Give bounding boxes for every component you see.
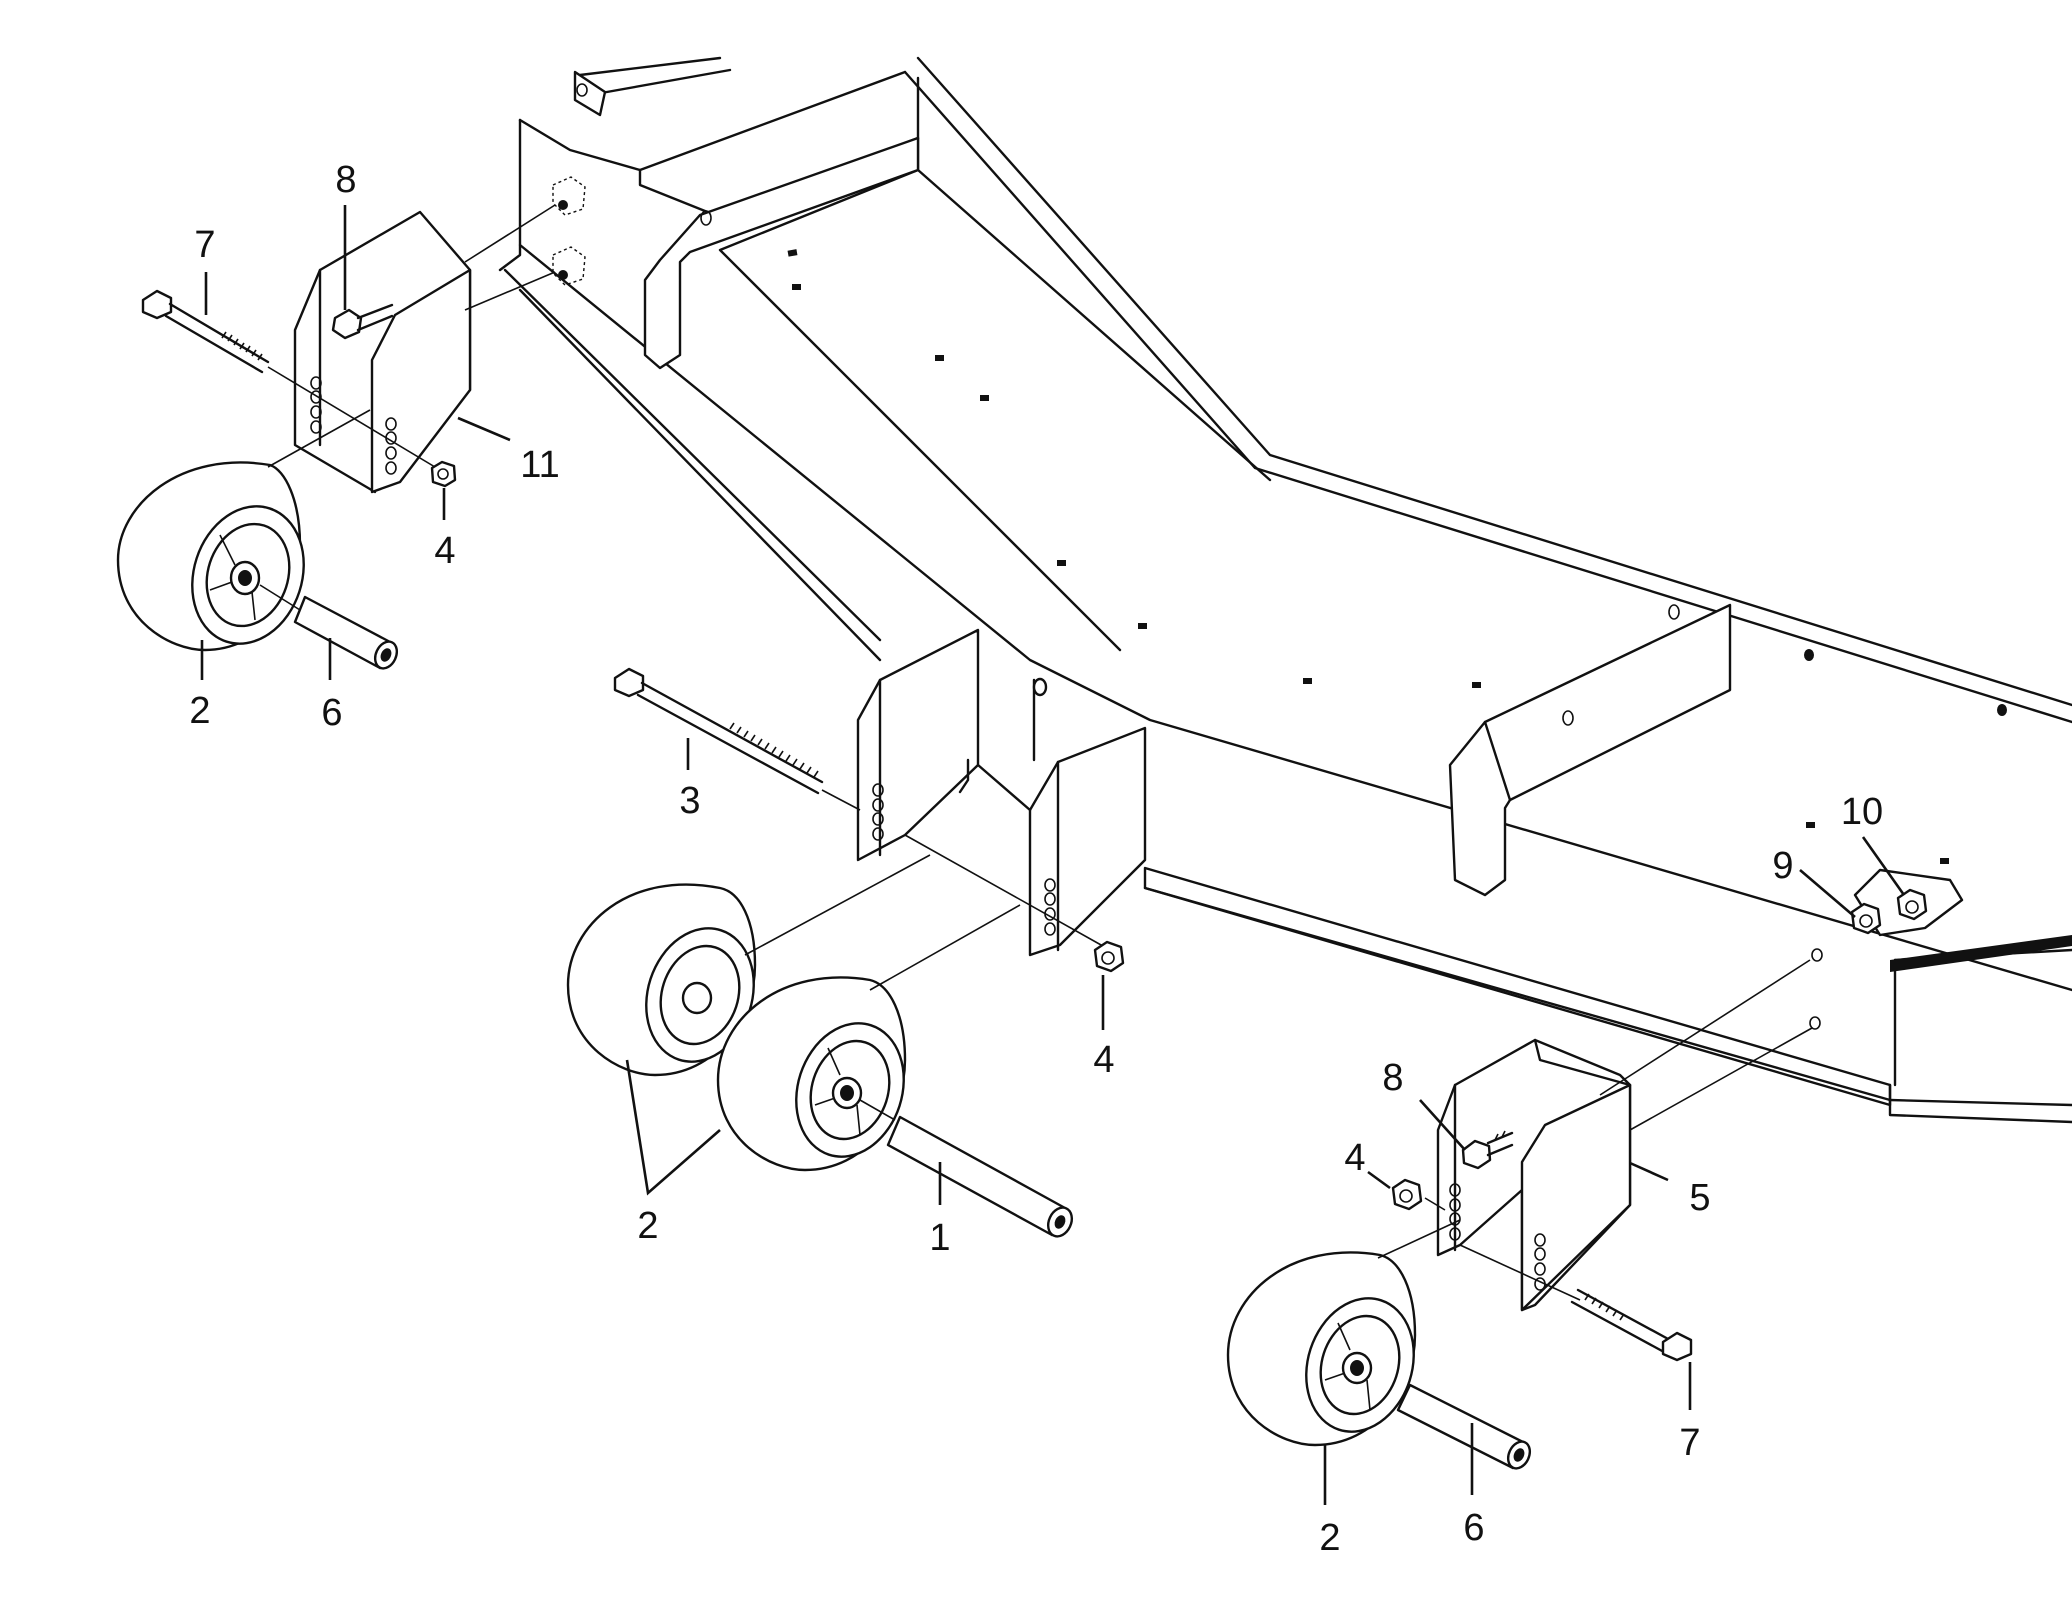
callout-7-left: 7 bbox=[194, 224, 215, 266]
right-short-bolt bbox=[1461, 1130, 1514, 1170]
right-wheel-spacer bbox=[1396, 1383, 1532, 1470]
callout-4-center: 4 bbox=[1093, 1039, 1114, 1081]
deck-holes bbox=[787, 249, 2007, 1030]
callout-1: 1 bbox=[929, 1217, 950, 1259]
callout-6-right: 6 bbox=[1463, 1507, 1484, 1549]
mower-deck bbox=[498, 56, 2072, 1124]
left-locknut bbox=[430, 460, 457, 488]
callout-leaders bbox=[200, 205, 1906, 1505]
right-gauge-wheel bbox=[1226, 1219, 1461, 1447]
right-locknut bbox=[1391, 1178, 1446, 1211]
left-short-bolt bbox=[331, 303, 394, 340]
front-mount-holes bbox=[552, 176, 586, 286]
bracket-adjust-holes bbox=[1449, 1183, 1546, 1291]
center-long-bolt bbox=[613, 667, 861, 811]
center-gauge-wheel-rear bbox=[566, 854, 931, 1077]
callout-2-center: 2 bbox=[637, 1205, 658, 1247]
right-wheel-bracket bbox=[1436, 959, 1813, 1312]
callout-10: 10 bbox=[1841, 791, 1883, 833]
callout-8-right: 8 bbox=[1382, 1057, 1403, 1099]
right-long-bolt bbox=[1459, 1244, 1693, 1362]
left-wheel-spacer bbox=[259, 584, 399, 670]
center-axle bbox=[859, 1099, 1074, 1238]
callout-9: 9 bbox=[1772, 845, 1793, 887]
callout-labels: 8 7 11 4 2 6 3 4 2 1 8 4 5 7 2 6 9 10 bbox=[189, 159, 1883, 1559]
right-deck-plate bbox=[1850, 868, 1964, 937]
callout-4-right: 4 bbox=[1344, 1137, 1365, 1179]
center-gauge-wheel-front bbox=[716, 904, 1021, 1172]
bracket-adjust-holes bbox=[872, 783, 1056, 936]
callout-7-right: 7 bbox=[1679, 1422, 1700, 1464]
callout-4-left: 4 bbox=[434, 530, 455, 572]
callout-6-left: 6 bbox=[321, 692, 342, 734]
callout-2-right: 2 bbox=[1319, 1517, 1340, 1559]
callout-11: 11 bbox=[520, 444, 559, 486]
center-wheel-brackets bbox=[856, 628, 1147, 957]
left-gauge-wheel bbox=[116, 409, 371, 652]
callout-8-left: 8 bbox=[335, 159, 356, 201]
center-locknut bbox=[1093, 940, 1125, 973]
bracket-adjust-holes bbox=[310, 376, 397, 475]
callout-3: 3 bbox=[679, 780, 700, 822]
left-wheel-bracket bbox=[293, 204, 556, 494]
callout-2-left: 2 bbox=[189, 690, 210, 732]
callout-5: 5 bbox=[1689, 1177, 1710, 1219]
